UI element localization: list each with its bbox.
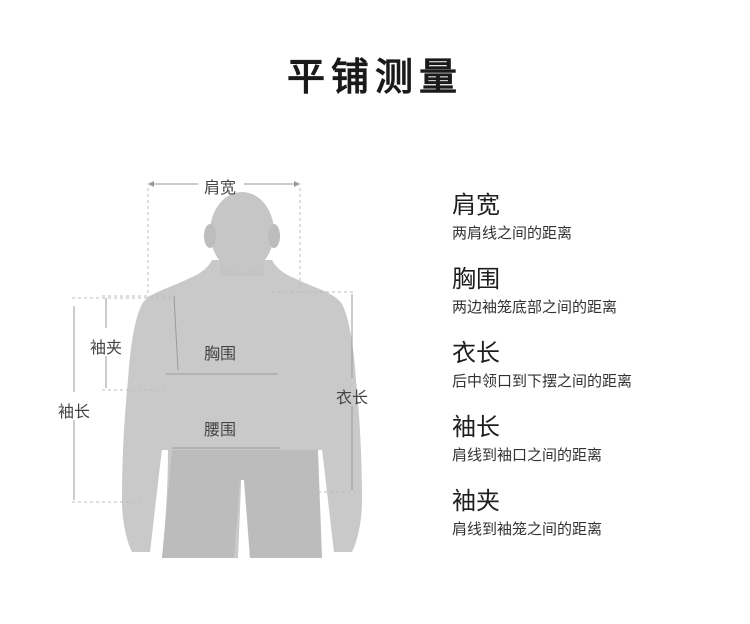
legend-item-desc: 后中领口到下摆之间的距离 xyxy=(452,370,732,392)
length-label: 衣长 xyxy=(336,384,368,408)
measurement-legend: 肩宽 两肩线之间的距离 胸围 两边袖笼底部之间的距离 衣长 后中领口到下摆之间的… xyxy=(452,190,732,560)
legend-item: 肩宽 两肩线之间的距离 xyxy=(452,190,732,264)
shoulder-label: 肩宽 xyxy=(204,174,236,198)
chest-label: 胸围 xyxy=(204,340,236,364)
armhole-label: 袖夹 xyxy=(90,334,122,358)
legend-item-title: 袖夹 xyxy=(452,486,732,516)
legend-item-desc: 两边袖笼底部之间的距离 xyxy=(452,296,732,318)
waist-label: 腰围 xyxy=(204,416,236,440)
pants-shape xyxy=(162,450,322,558)
ear-right xyxy=(268,224,280,248)
head-shape xyxy=(210,192,274,272)
shoulder-arrow-left xyxy=(148,181,154,187)
legend-item-title: 肩宽 xyxy=(452,190,732,220)
body-measurement-diagram: 肩宽 袖夹 袖长 胸围 腰围 衣长 xyxy=(50,160,410,580)
ear-left xyxy=(204,224,216,248)
legend-item-title: 袖长 xyxy=(452,412,732,442)
sleeve-label: 袖长 xyxy=(58,398,90,422)
legend-item: 袖夹 肩线到袖笼之间的距离 xyxy=(452,486,732,560)
legend-item: 袖长 肩线到袖口之间的距离 xyxy=(452,412,732,486)
legend-item-title: 胸围 xyxy=(452,264,732,294)
legend-item-desc: 两肩线之间的距离 xyxy=(452,222,732,244)
shoulder-arrow-right xyxy=(294,181,300,187)
torso-shape xyxy=(122,260,362,558)
page-title: 平铺测量 xyxy=(0,46,750,101)
legend-item-desc: 肩线到袖笼之间的距离 xyxy=(452,518,732,540)
legend-item: 衣长 后中领口到下摆之间的距离 xyxy=(452,338,732,412)
legend-item: 胸围 两边袖笼底部之间的距离 xyxy=(452,264,732,338)
legend-item-title: 衣长 xyxy=(452,338,732,368)
body-silhouette xyxy=(50,160,410,580)
legend-item-desc: 肩线到袖口之间的距离 xyxy=(452,444,732,466)
